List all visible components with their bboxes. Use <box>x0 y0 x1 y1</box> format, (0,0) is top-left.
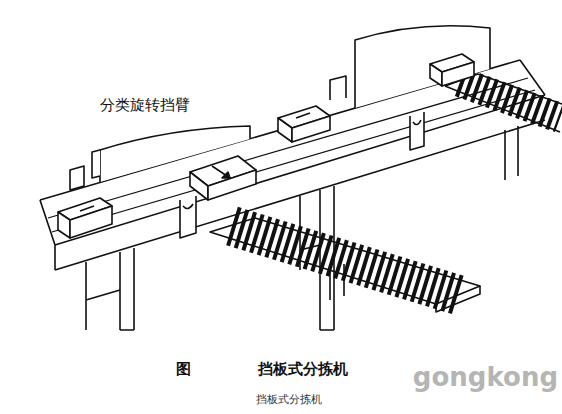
caption: 挡板式分拣机 <box>256 392 322 407</box>
figure-label: 图 <box>176 360 191 379</box>
part-label: 分类旋转挡臂 <box>100 96 190 115</box>
watermark: gongkong <box>413 362 558 392</box>
figure-title: 挡板式分拣机 <box>258 360 348 379</box>
